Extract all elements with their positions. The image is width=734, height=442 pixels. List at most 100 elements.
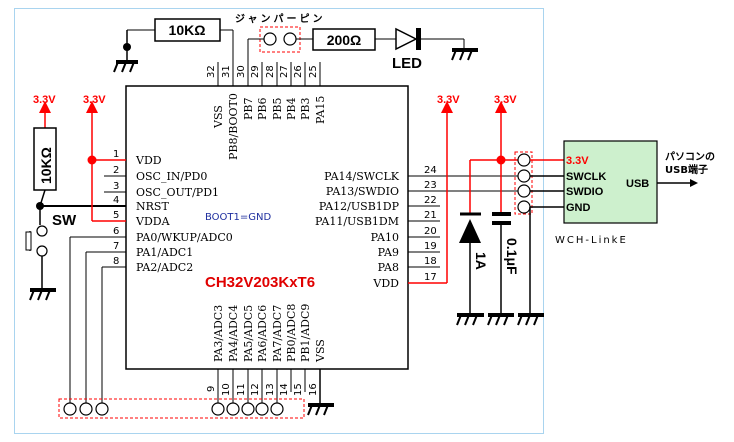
header-pin-pa3[interactable]: [211, 402, 225, 416]
pin-label-pa5: PA5/ADC5: [242, 305, 255, 362]
switch-label: SW: [52, 212, 77, 229]
vcc-label-2: 3.3V: [83, 94, 106, 106]
pin-num-20: 20: [424, 226, 437, 237]
pin-num-22: 22: [424, 195, 437, 206]
pin-num-15: 15: [293, 383, 304, 396]
pin-label-pa15: PA15: [314, 96, 327, 124]
header-pin-pa7[interactable]: [270, 402, 284, 416]
left-pins: 1 2 3 4 5 6 7 8 VDD OSC_IN/PD0 OSC_OUT/P…: [40, 149, 233, 274]
pin-label-vss-top: VSS: [212, 105, 225, 129]
right-pins: 24 23 22 21 20 19 18 17 PA14/SWCLK PA13/…: [315, 165, 520, 290]
header-pin-pa0[interactable]: [63, 402, 77, 416]
jumper-label: ジャンパーピン: [235, 13, 326, 25]
pin-label-pa11: PA11/USB1DM: [315, 215, 399, 228]
pin-label-pb0: PB0/ADC8: [285, 304, 298, 362]
wch-usb-label: USB: [626, 178, 649, 190]
pin-headers-bottom: [58, 398, 334, 419]
schematic-frame: [14, 8, 544, 434]
resistor-10k-left-label: 10KΩ: [38, 147, 54, 184]
usb-arrow-icon: [690, 179, 698, 187]
wch-link-name: WCH-LinkE: [555, 235, 628, 246]
pin-num-31: 31: [221, 65, 232, 78]
pin-label-pa6: PA6/ADC6: [256, 305, 269, 362]
bottom-pins: 9 10 11 12 13 14 15 16 PA3/ADC3 PA4/ADC4…: [206, 304, 327, 405]
pin-num-4: 4: [113, 195, 119, 206]
pin-label-pa4: PA4/ADC4: [227, 305, 240, 362]
swd-pin-swclk[interactable]: [517, 169, 531, 183]
top-pins: 32 31 30 29 28 27 26 25 VSS PB8/BOOT0 PB…: [206, 30, 327, 160]
header-pin-pa2[interactable]: [95, 402, 109, 416]
pin-label-pb6: PB6: [256, 98, 269, 120]
diode-label: 1A: [473, 252, 489, 270]
pin-label-pa13: PA13/SWDIO: [326, 185, 399, 198]
pin-num-24: 24: [424, 165, 437, 176]
pc-usb-note-1: パソコンの: [665, 151, 715, 163]
pin-num-5: 5: [113, 210, 119, 221]
pin-num-21: 21: [424, 210, 437, 221]
pin-label-pa0: PA0/WKUP/ADC0: [136, 231, 233, 244]
swd-pin-swdio[interactable]: [517, 184, 531, 198]
header-pin-pa1[interactable]: [79, 402, 93, 416]
pin-label-osc-out: OSC_OUT/PD1: [136, 186, 219, 199]
pin-label-pb8: PB8/BOOT0: [227, 93, 240, 160]
pin-label-nrst: NRST: [136, 200, 169, 213]
header-pin-pa6[interactable]: [255, 402, 269, 416]
header-frame-swd: [514, 151, 533, 215]
switch-contact-2: [36, 245, 48, 257]
debug-connector: 3.3V 3.3V 1A 0.1μF: [437, 94, 715, 326]
switch-contact-1: [36, 225, 48, 237]
pin-num-9: 9: [206, 386, 217, 392]
wch-pin-swdio: SWDIO: [566, 186, 604, 198]
jumper-pin-1[interactable]: [263, 32, 277, 46]
pin-label-vdda: VDDA: [135, 215, 171, 228]
resistor-200-label: 200Ω: [327, 32, 362, 48]
vcc-label-4: 3.3V: [494, 94, 517, 106]
swd-pin-gnd[interactable]: [517, 200, 531, 214]
pin-num-13: 13: [265, 383, 276, 396]
resistor-10k-top-label: 10KΩ: [169, 22, 206, 38]
pin-num-27: 27: [279, 65, 290, 78]
pin-num-12: 12: [250, 383, 261, 396]
pin-num-32: 32: [206, 65, 217, 78]
pin-num-18: 18: [424, 256, 437, 267]
vcc-label-1: 3.3V: [33, 94, 56, 106]
pin-num-10: 10: [221, 383, 232, 396]
pin-num-16: 16: [308, 383, 319, 396]
header-pin-pa5[interactable]: [241, 402, 255, 416]
pin-num-26: 26: [293, 65, 304, 78]
wch-link-box: [563, 140, 658, 224]
wch-pin-gnd: GND: [566, 202, 591, 214]
pin-label-vdd: VDD: [135, 154, 162, 167]
pin-label-osc-in: OSC_IN/PD0: [136, 170, 207, 183]
swd-pin-3v3[interactable]: [517, 153, 531, 167]
header-frame-bottom: [58, 398, 305, 419]
pin-num-1: 1: [113, 149, 119, 160]
pin-num-11: 11: [236, 383, 247, 396]
pin-label-pa14: PA14/SWCLK: [324, 170, 400, 183]
boot1-note: BOOT1=GND: [205, 212, 272, 223]
pin-label-pa2: PA2/ADC2: [136, 261, 193, 274]
pin-num-8: 8: [113, 256, 119, 267]
pin-num-14: 14: [279, 383, 290, 396]
pin-label-pa12: PA12/USB1DP: [319, 200, 400, 213]
pin-num-6: 6: [113, 226, 119, 237]
switch-lever: [25, 231, 32, 251]
pin-label-pa7: PA7/ADC7: [271, 305, 284, 362]
chip-body: [125, 85, 409, 370]
pin-label-pb3: PB3: [299, 98, 312, 120]
vcc-label-3: 3.3V: [437, 94, 460, 106]
wch-pin-swclk: SWCLK: [566, 171, 606, 183]
pin-label-pa9: PA9: [378, 246, 399, 259]
pin-num-3: 3: [113, 181, 119, 192]
wch-pin-3v3: 3.3V: [566, 155, 589, 167]
pin-num-28: 28: [265, 65, 276, 78]
pc-usb-note-2: USB端子: [665, 163, 708, 176]
pin-label-vss-bottom: VSS: [314, 339, 327, 363]
pin-label-pa3: PA3/ADC3: [212, 305, 225, 362]
pin-num-17: 17: [424, 272, 437, 283]
jumper-pin-2[interactable]: [283, 32, 297, 46]
header-pin-pa4[interactable]: [226, 402, 240, 416]
pin-num-23: 23: [424, 180, 437, 191]
